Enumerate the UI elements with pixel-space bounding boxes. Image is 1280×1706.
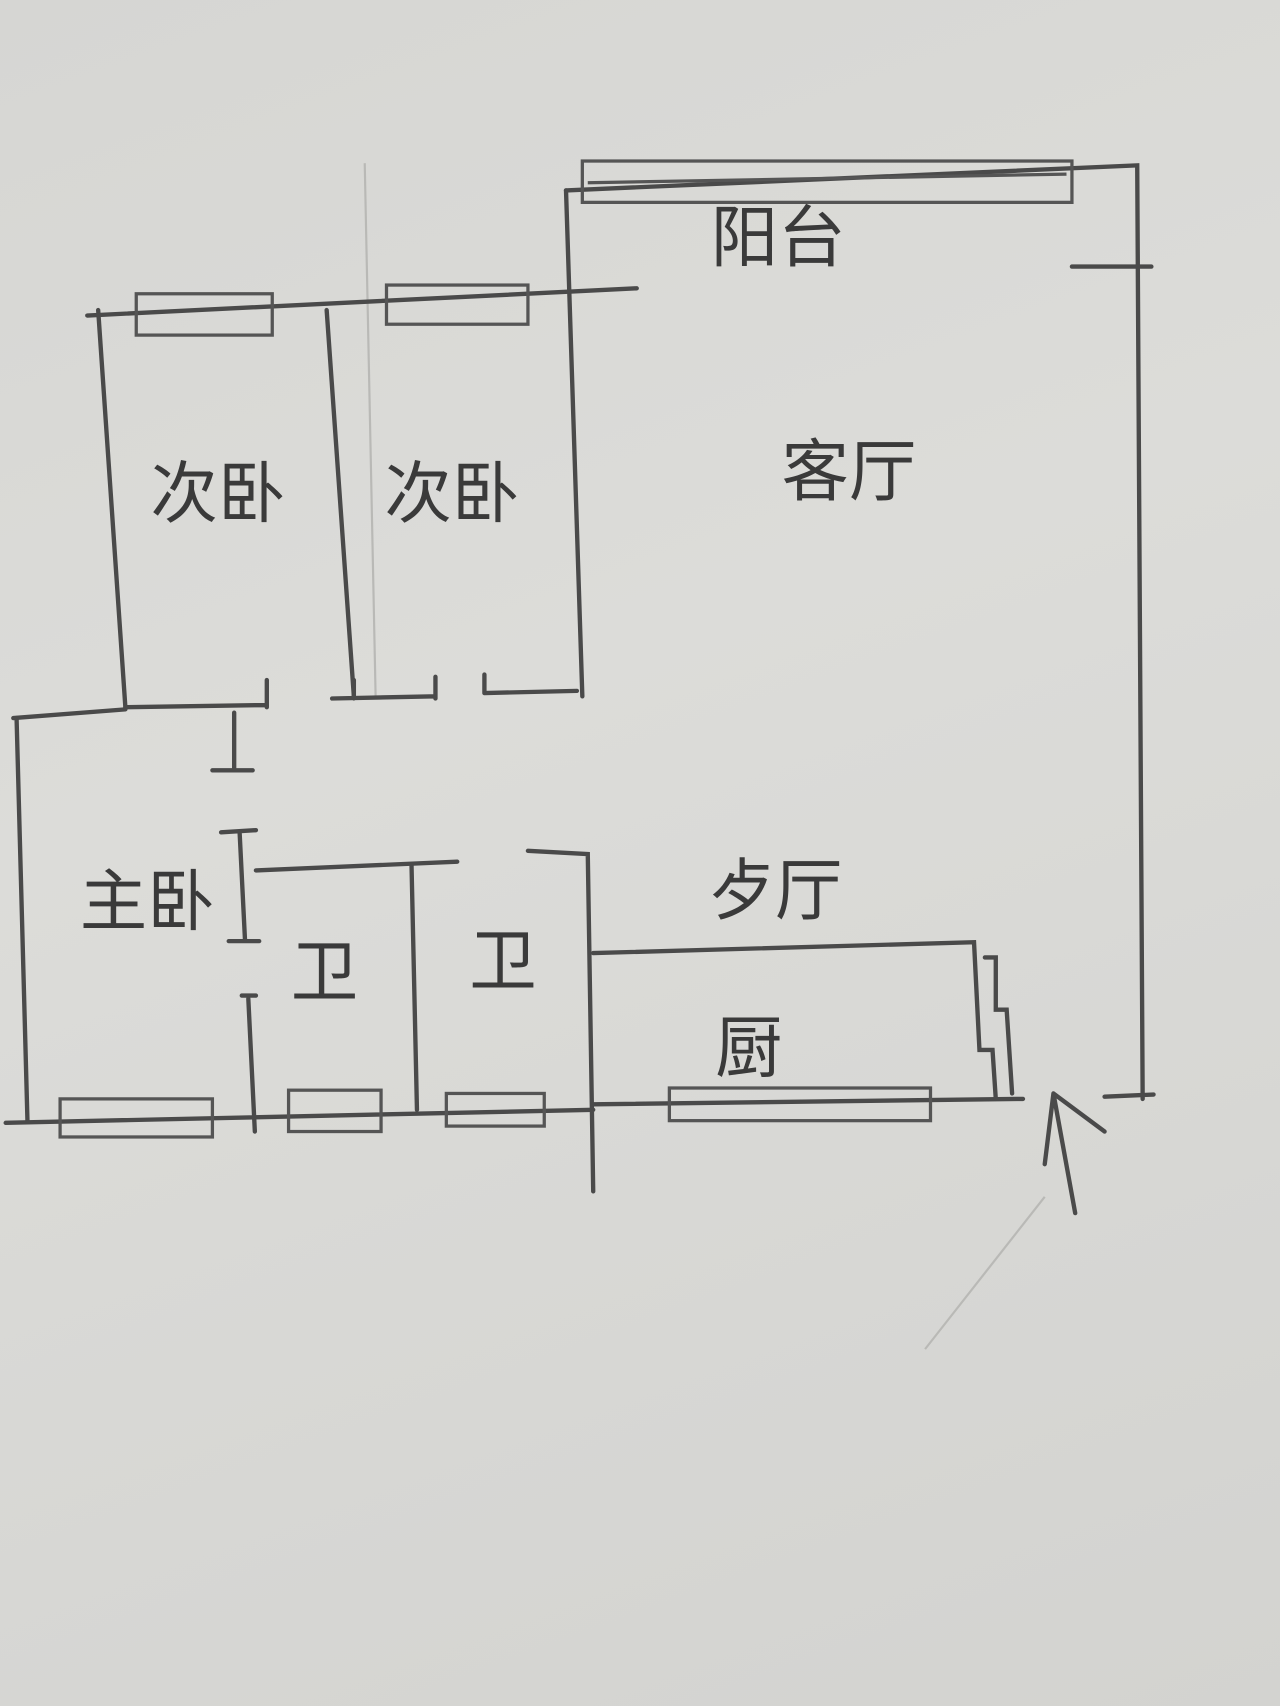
second-bedroom-1-label: 次卧 (150, 454, 285, 533)
kitchen-label: 厨 (715, 1009, 782, 1088)
faint-guides (363, 163, 1046, 1350)
master-bedroom-label: 主卧 (80, 862, 215, 941)
walls (3, 163, 1156, 1194)
second-bedroom-2-label: 次卧 (384, 454, 519, 533)
living-room-label: 客厅 (781, 432, 916, 511)
balcony-label: 阳台 (711, 198, 846, 277)
bathroom-2-label: 卫 (469, 922, 536, 1001)
dining-room-label: 歺厅 (707, 851, 842, 930)
bathroom-1-label: 卫 (291, 933, 358, 1012)
windows (58, 159, 1074, 1139)
entrance-arrow-icon (1042, 1091, 1107, 1216)
